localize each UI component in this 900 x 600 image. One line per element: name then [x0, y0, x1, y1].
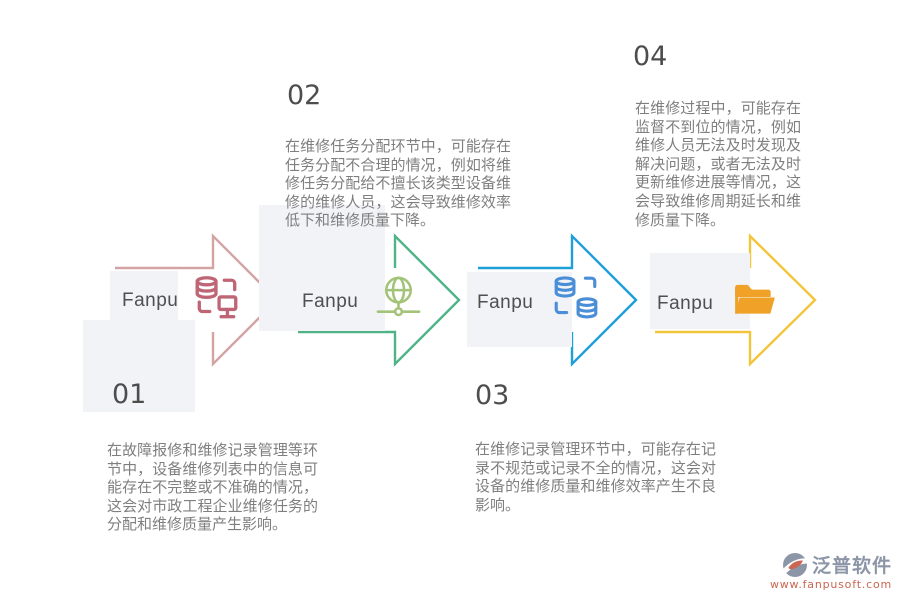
fanpu-logo-url: www.fanpusoft.com — [769, 578, 892, 591]
globe-network-icon — [376, 276, 421, 317]
step1-number-panel — [83, 320, 195, 412]
step1-fanpu-label: Fanpu — [122, 290, 179, 311]
step2-number: 02 — [287, 80, 322, 111]
step4-panel — [650, 253, 750, 329]
step2-arrow — [298, 233, 461, 367]
step3-panel — [467, 272, 572, 347]
database-monitor-icon — [195, 276, 238, 319]
step1-arrow — [115, 233, 279, 367]
step2-fanpu-label: Fanpu — [302, 291, 359, 312]
fanpu-logo: 泛普软件 www.fanpusoft.com — [770, 551, 892, 591]
fanpu-logo-icon — [782, 552, 807, 577]
step4-arrow — [655, 233, 817, 367]
step2-description: 在维修任务分配环节中，可能存在任务分配不合理的情况，例如将维修任务分配给不擅长该… — [285, 137, 511, 230]
step4-fanpu-label: Fanpu — [657, 293, 714, 314]
fanpu-logo-name: 泛普软件 — [811, 555, 892, 577]
step3-number: 03 — [475, 380, 510, 411]
step3-arrow — [478, 233, 638, 367]
step4-number: 04 — [633, 41, 668, 72]
step3-fanpu-label: Fanpu — [477, 292, 534, 313]
step3-description: 在维修记录管理环节中，可能存在记录不规范或记录不全的情况，这会对设备的维修质量和… — [475, 440, 716, 514]
step1-description: 在故障报修和维修记录管理等环节中，设备维修列表中的信息可能存在不完整或不准确的情… — [107, 441, 318, 534]
step4-description: 在维修过程中，可能存在监督不到位的情况，例如维修人员无法及时发现及解决问题，或者… — [635, 99, 801, 229]
step2-panel — [259, 205, 385, 331]
folder-open-icon — [735, 284, 775, 314]
step1-number: 01 — [112, 379, 147, 410]
step1-label-panel — [110, 271, 178, 327]
database-sync-icon — [554, 276, 598, 319]
